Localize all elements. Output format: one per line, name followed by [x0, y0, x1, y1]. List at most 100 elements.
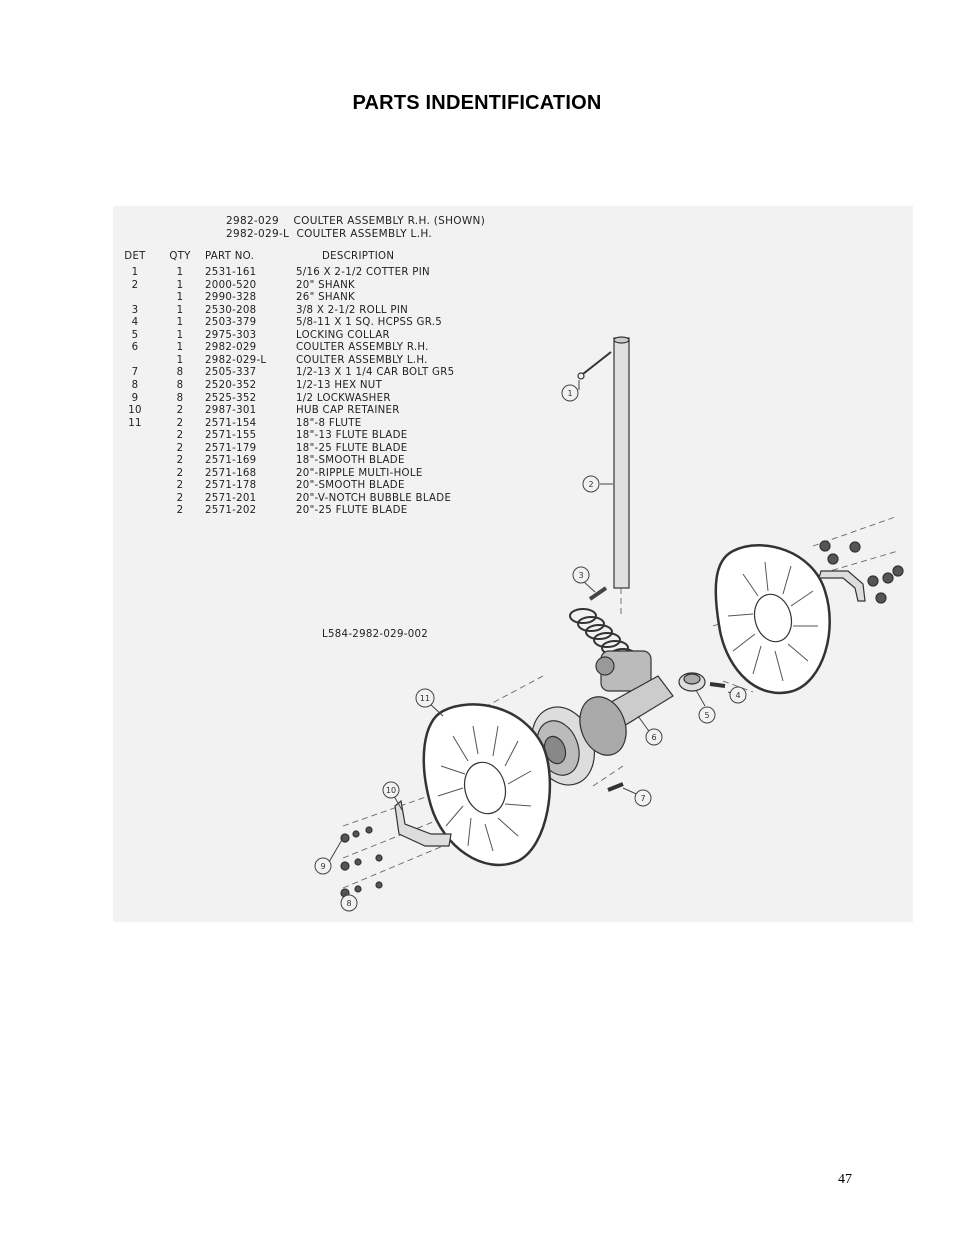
callout-3: 3 — [578, 571, 583, 580]
description-cell: 5/8-11 X 1 SQ. HCPSS GR.5 — [296, 317, 443, 329]
table-row: 2 2571-179 18"-25 FLUTE BLADE — [120, 443, 500, 456]
qty-cell: 8 — [176, 379, 184, 391]
description-cell: 1/2-13 X 1 1/4 CAR BOLT GR5 — [296, 367, 455, 379]
qty-cell: 2 — [176, 467, 184, 479]
assembly-rh-line: 2982-029 COULTER ASSEMBLY R.H. (SHOWN) — [226, 215, 486, 227]
det-cell: 5 — [131, 329, 139, 341]
description-cell: 18"-25 FLUTE BLADE — [296, 442, 408, 454]
qty-cell: 1 — [176, 329, 184, 341]
part-number-cell: 2000-520 — [205, 279, 257, 291]
exploded-view: 1 2 3 4 5 6 7 8 9 10 11 — [314, 336, 904, 912]
table-row: 2 2571-178 20"-SMOOTH BLADE — [120, 480, 500, 493]
callout-4: 4 — [735, 691, 740, 700]
table-row: 1 2982-029-L COULTER ASSEMBLY L.H. — [120, 355, 500, 368]
callout-7: 7 — [640, 794, 645, 803]
callout-9: 9 — [320, 862, 325, 871]
header-part: PART NO. — [205, 251, 255, 262]
callout-5: 5 — [704, 711, 709, 720]
qty-cell: 1 — [176, 304, 184, 316]
header-desc: DESCRIPTION — [322, 251, 395, 262]
part-number-cell: 2571-202 — [205, 505, 257, 517]
callout-11: 11 — [420, 694, 430, 703]
det-cell: 10 — [128, 405, 142, 417]
parts-diagram: 2982-029 COULTER ASSEMBLY R.H. (SHOWN) 2… — [113, 206, 913, 922]
description-cell: 1/2 LOCKWASHER — [296, 392, 391, 404]
det-cell: 9 — [131, 392, 139, 404]
description-cell: 18"-13 FLUTE BLADE — [296, 430, 408, 442]
det-cell: 8 — [131, 379, 139, 391]
qty-cell: 8 — [176, 367, 184, 379]
description-cell: 20"-SMOOTH BLADE — [296, 480, 405, 492]
header-qty: QTY — [169, 251, 191, 262]
part-number-cell: 2571-178 — [205, 480, 257, 492]
description-cell: HUB CAP RETAINER — [296, 405, 400, 417]
det-cell: 7 — [131, 367, 139, 379]
description-cell: 5/16 X 2-1/2 COTTER PIN — [296, 267, 430, 278]
part-number-cell: 2571-155 — [205, 430, 257, 442]
qty-cell: 2 — [176, 480, 184, 492]
header-det: DET — [124, 251, 146, 262]
qty-cell: 1 — [176, 317, 184, 329]
qty-cell: 1 — [176, 354, 184, 366]
roll-pin — [588, 586, 608, 601]
description-cell: 20"-25 FLUTE BLADE — [296, 505, 408, 517]
qty-cell: 2 — [176, 417, 184, 429]
qty-cell: 2 — [176, 442, 184, 454]
part-number-cell: 2530-208 — [205, 304, 257, 316]
qty-cell: 2 — [176, 492, 184, 504]
coulter-blade-right — [714, 544, 831, 695]
part-number-cell: 2987-301 — [205, 405, 257, 417]
shank — [613, 336, 630, 589]
description-cell: 1/2-13 HEX NUT — [296, 379, 383, 391]
hub-cap-retainer-left — [394, 799, 452, 847]
qty-cell: 8 — [176, 392, 184, 404]
table-header: DET QTY PART NO. DESCRIPTION — [120, 251, 500, 264]
qty-cell: 2 — [176, 505, 184, 517]
assembly-lh-line: 2982-029-L COULTER ASSEMBLY L.H. — [226, 228, 432, 240]
det-cell: 2 — [131, 279, 139, 291]
description-cell: COULTER ASSEMBLY R.H. — [296, 342, 429, 354]
part-number-cell: 2982-029-L — [205, 354, 267, 366]
qty-cell: 1 — [176, 267, 184, 278]
page-title: PARTS INDENTIFICATION — [352, 92, 602, 114]
table-row: 2 1 2000-520 20" SHANK — [120, 280, 500, 293]
part-number-cell: 2975-303 — [205, 329, 257, 341]
part-number-cell: 2982-029 — [205, 342, 257, 354]
part-number-cell: 2503-379 — [205, 317, 257, 329]
callout-10: 10 — [386, 786, 396, 795]
description-cell: 20"-V-NOTCH BUBBLE BLADE — [296, 492, 452, 504]
part-number-cell: 2571-179 — [205, 442, 257, 454]
carriage-bolt — [607, 782, 624, 792]
description-cell: LOCKING COLLAR — [296, 329, 390, 341]
description-cell: 20" SHANK — [296, 279, 355, 291]
part-number-cell: 2531-161 — [205, 267, 257, 278]
callout-6: 6 — [651, 733, 656, 742]
page-number: 47 — [838, 1172, 852, 1187]
description-cell: COULTER ASSEMBLY L.H. — [296, 354, 428, 366]
cotter-pin — [577, 351, 612, 380]
nuts-washers-right — [819, 540, 904, 604]
coulter-blade-left — [422, 703, 552, 867]
table-row: 2 2571-202 20"-25 FLUTE BLADE — [120, 505, 500, 518]
locking-collar — [678, 672, 726, 692]
det-cell: 4 — [131, 317, 139, 329]
nuts-washers-left — [340, 826, 383, 898]
description-cell: 18"-8 FLUTE — [296, 417, 362, 429]
description-cell: 20"-RIPPLE MULTI-HOLE — [296, 467, 423, 479]
part-number-cell: 2571-168 — [205, 467, 257, 479]
qty-cell: 1 — [176, 279, 184, 291]
table-row: 1 1 2531-161 5/16 X 2-1/2 COTTER PIN — [120, 267, 500, 280]
qty-cell: 2 — [176, 405, 184, 417]
qty-cell: 2 — [176, 430, 184, 442]
callout-1: 1 — [567, 389, 572, 398]
table-row: 4 1 2503-379 5/8-11 X 1 SQ. HCPSS GR.5 — [120, 317, 500, 330]
det-cell: 6 — [131, 342, 139, 354]
det-cell: 1 — [131, 267, 139, 278]
